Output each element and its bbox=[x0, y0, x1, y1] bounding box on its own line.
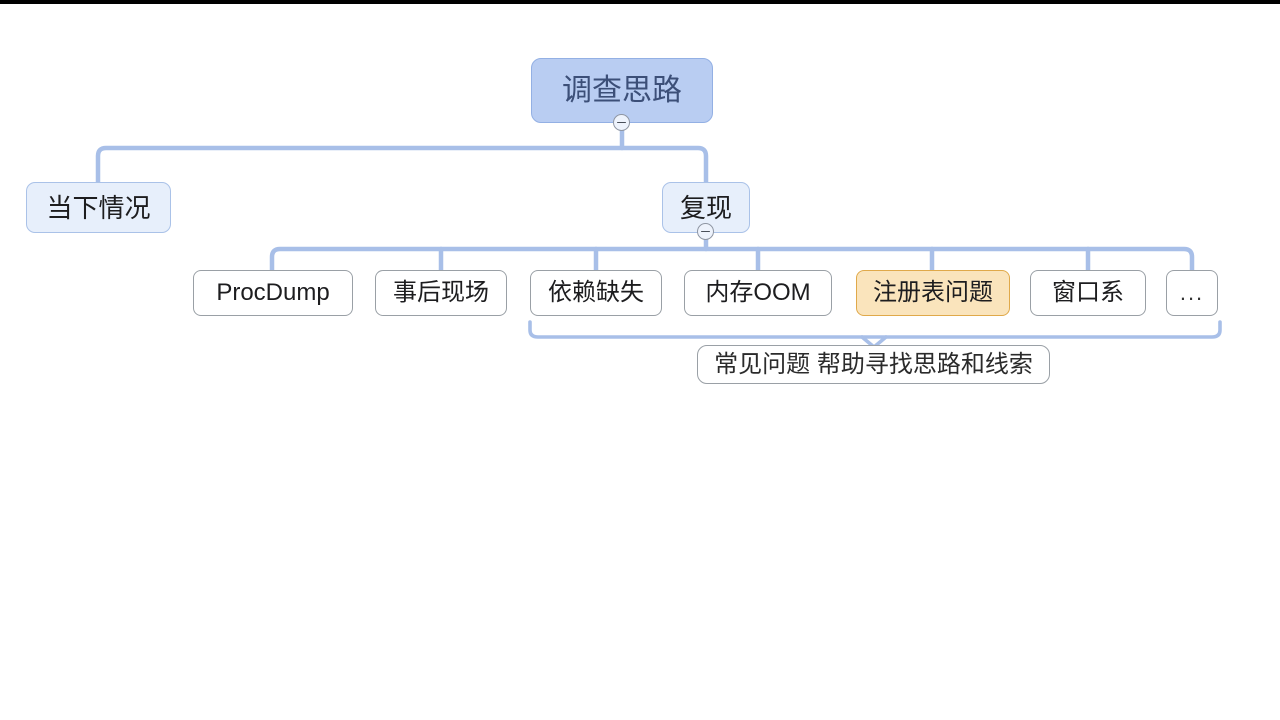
node-root[interactable]: 调查思路 bbox=[531, 58, 713, 123]
node-memory-oom-label: 内存OOM bbox=[705, 279, 811, 306]
minus-icon bbox=[701, 230, 710, 233]
node-more[interactable]: ... bbox=[1166, 270, 1218, 316]
node-common-issues-note[interactable]: 常见问题 帮助寻找思路和线索 bbox=[697, 345, 1050, 384]
node-registry[interactable]: 注册表问题 bbox=[856, 270, 1010, 316]
collapse-toggle-root[interactable] bbox=[613, 114, 630, 131]
node-current-situation[interactable]: 当下情况 bbox=[26, 182, 171, 233]
minus-icon bbox=[617, 121, 626, 124]
node-reproduce-label: 复现 bbox=[679, 192, 732, 223]
node-missing-dep-label: 依赖缺失 bbox=[548, 279, 644, 306]
node-window-series-label: 窗口系 bbox=[1052, 279, 1124, 306]
node-memory-oom[interactable]: 内存OOM bbox=[684, 270, 832, 316]
annotation-bracket bbox=[528, 320, 1222, 339]
node-window-series[interactable]: 窗口系 bbox=[1030, 270, 1146, 316]
top-black-bar bbox=[0, 0, 1280, 4]
node-root-label: 调查思路 bbox=[562, 73, 682, 107]
edge-leaf-bus bbox=[269, 246, 1195, 273]
node-registry-label: 注册表问题 bbox=[873, 279, 993, 306]
edge-level1-bus bbox=[95, 145, 709, 185]
node-missing-dep[interactable]: 依赖缺失 bbox=[530, 270, 662, 316]
collapse-toggle-reproduce[interactable] bbox=[697, 223, 714, 240]
node-post-scene[interactable]: 事后现场 bbox=[375, 270, 507, 316]
node-procdump[interactable]: ProcDump bbox=[193, 270, 353, 316]
node-common-issues-note-label: 常见问题 帮助寻找思路和线索 bbox=[714, 350, 1033, 378]
node-current-situation-label: 当下情况 bbox=[46, 192, 151, 223]
node-more-label: ... bbox=[1179, 280, 1205, 305]
node-post-scene-label: 事后现场 bbox=[393, 279, 489, 306]
node-procdump-label: ProcDump bbox=[216, 279, 330, 306]
